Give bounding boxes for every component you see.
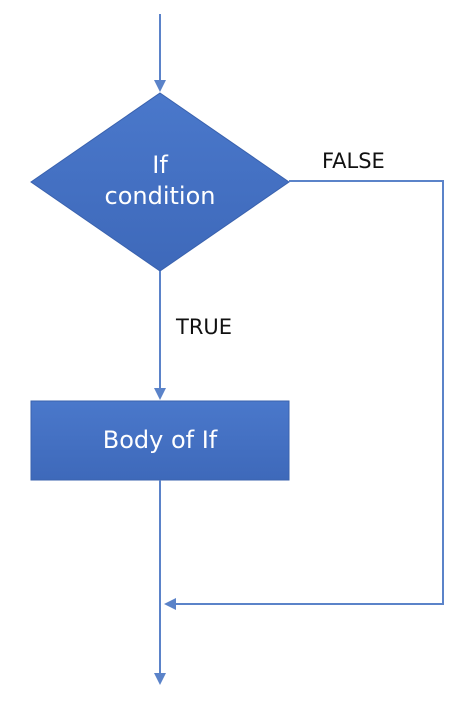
decision-label-line2: condition <box>105 182 216 210</box>
false-branch-path <box>164 180 444 610</box>
process-box <box>30 400 290 481</box>
true-branch-label: TRUE <box>175 315 232 339</box>
decision-label-line1: If <box>152 151 168 179</box>
process-label: Body of If <box>103 426 218 454</box>
false-branch-label: FALSE <box>322 149 385 173</box>
